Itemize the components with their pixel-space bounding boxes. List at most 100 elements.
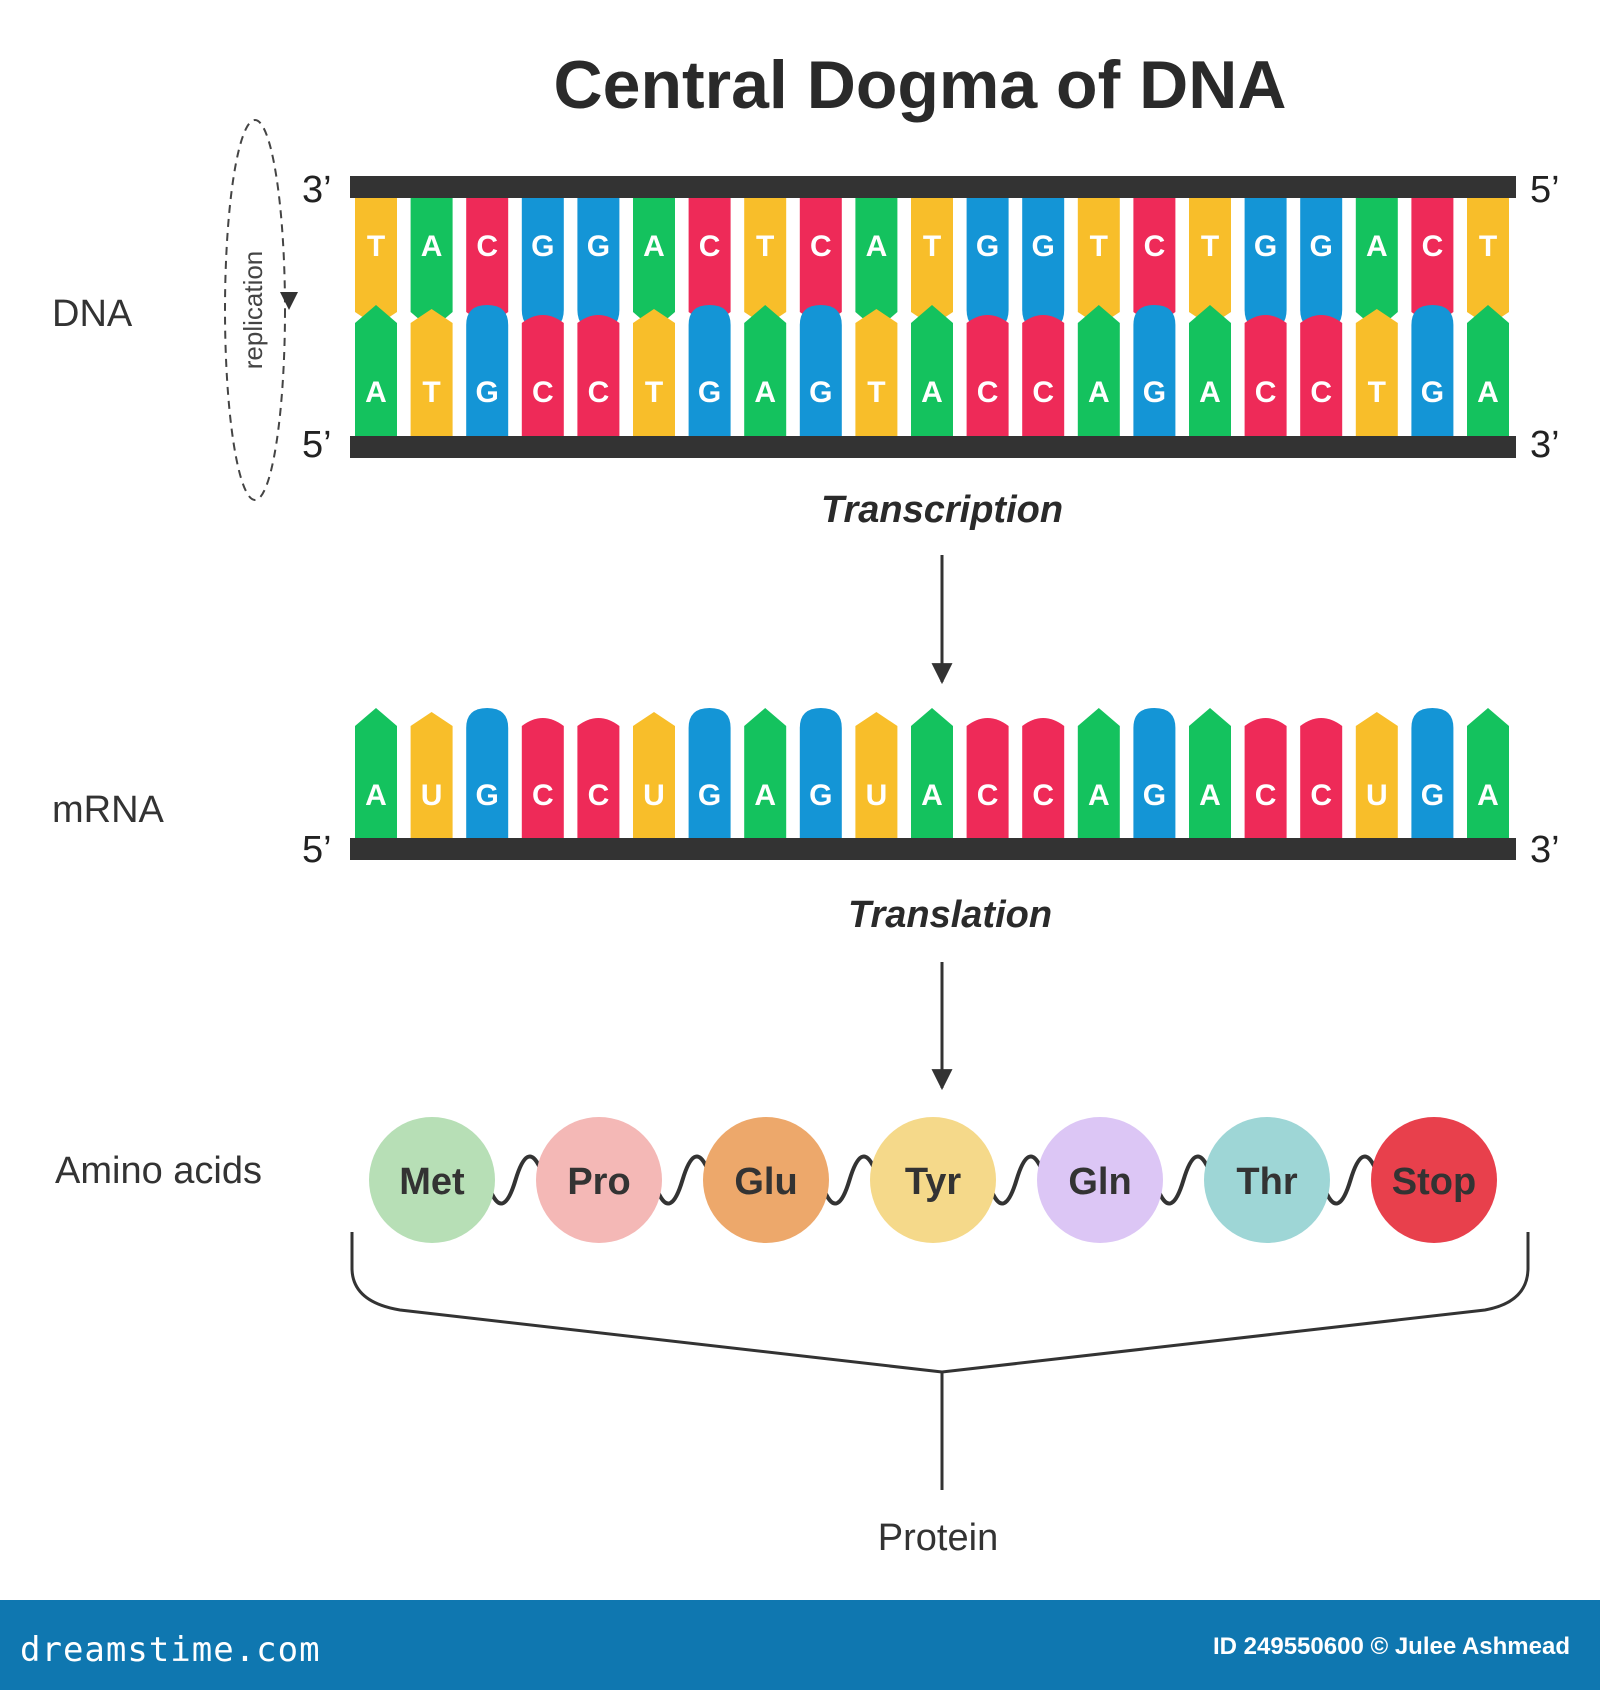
replication-label: replication bbox=[238, 251, 268, 370]
dna-bottom-base-13 bbox=[1022, 315, 1065, 436]
amino-acid-met-label: Met bbox=[399, 1161, 465, 1203]
mrna-base-9-letter: G bbox=[809, 779, 832, 812]
amino-acid-glu-label: Glu bbox=[734, 1161, 797, 1203]
dna-top-base-10-letter: A bbox=[866, 230, 888, 263]
dna-bottom-base-12 bbox=[966, 315, 1009, 436]
dna-top-base-8-letter: T bbox=[756, 230, 774, 263]
dna-bottom-base-1-letter: A bbox=[365, 376, 387, 409]
mrna-base-14 bbox=[1077, 708, 1120, 838]
dna-bottom-base-1 bbox=[355, 305, 397, 436]
dna-bottom-base-17-letter: C bbox=[1255, 376, 1277, 409]
amino-acid-gln bbox=[1037, 1117, 1163, 1243]
dna-top-base-2-letter: A bbox=[421, 230, 443, 263]
amino-acids-label: Amino acids bbox=[55, 1150, 262, 1192]
dna-top-base-13-letter: G bbox=[1032, 230, 1055, 263]
dna-bottom-base-4 bbox=[521, 315, 564, 436]
mrna-base-1-letter: A bbox=[365, 779, 387, 812]
dna-bottom-base-21-letter: A bbox=[1477, 376, 1499, 409]
dna-bottom-base-11 bbox=[911, 305, 953, 436]
mrna-base-16 bbox=[1189, 708, 1231, 838]
dna-bottom-base-12-letter: C bbox=[977, 376, 999, 409]
dna-top-base-21 bbox=[1467, 198, 1509, 326]
mrna-base-21 bbox=[1467, 708, 1509, 838]
dna-label: DNA bbox=[52, 293, 133, 335]
dna-top-base-16 bbox=[1189, 198, 1231, 326]
amino-acid-tyr bbox=[870, 1117, 996, 1243]
dna-top-base-10 bbox=[855, 198, 898, 330]
mrna-base-16-letter: A bbox=[1199, 779, 1221, 812]
dna-top-base-20 bbox=[1411, 198, 1454, 320]
dna-bottom-backbone bbox=[350, 436, 1516, 458]
dna-bottom-base-4-letter: C bbox=[532, 376, 554, 409]
mrna-base-3-letter: G bbox=[476, 779, 499, 812]
dna-top-base-4-letter: G bbox=[531, 230, 554, 263]
mrna-base-7 bbox=[688, 708, 731, 838]
mrna-base-3 bbox=[466, 708, 509, 838]
dna-bottom-base-18-letter: C bbox=[1310, 376, 1332, 409]
mrna-base-6-letter: U bbox=[643, 779, 665, 812]
dna-bottom-base-10-letter: T bbox=[867, 376, 885, 409]
mrna-base-21-letter: A bbox=[1477, 779, 1499, 812]
mrna-left-end: 5’ bbox=[302, 829, 332, 871]
top-strand-left-end: 3’ bbox=[302, 169, 332, 211]
dna-top-base-19-letter: A bbox=[1366, 230, 1388, 263]
dna-top-base-5 bbox=[577, 198, 620, 330]
dna-top-base-7-letter: C bbox=[699, 230, 721, 263]
dna-bottom-base-15 bbox=[1133, 305, 1176, 436]
dna-bottom-base-18 bbox=[1300, 315, 1343, 436]
dna-bottom-base-8-letter: A bbox=[754, 376, 776, 409]
replication-arrowhead bbox=[280, 292, 298, 310]
dna-top-base-17 bbox=[1244, 198, 1287, 330]
mrna-base-20-letter: G bbox=[1421, 779, 1444, 812]
mrna-base-8 bbox=[744, 708, 787, 838]
dna-top-base-20-letter: C bbox=[1422, 230, 1444, 263]
dna-top-base-3-letter: C bbox=[476, 230, 498, 263]
amino-acid-thr bbox=[1204, 1117, 1330, 1243]
footer-brand[interactable]: dreamstime.com bbox=[20, 1630, 321, 1670]
mrna-base-10-letter: U bbox=[866, 779, 888, 812]
mrna-base-9 bbox=[799, 708, 842, 838]
dna-top-base-1 bbox=[355, 198, 397, 326]
mrna-base-17 bbox=[1244, 718, 1287, 838]
mrna-base-1 bbox=[355, 708, 397, 838]
protein-brace bbox=[350, 1232, 1530, 1374]
amino-acid-stop bbox=[1371, 1117, 1497, 1243]
dna-bottom-base-15-letter: G bbox=[1143, 376, 1166, 409]
dna-top-base-11-letter: T bbox=[923, 230, 941, 263]
peptide-bond-6 bbox=[1324, 1154, 1377, 1206]
dna-top-base-19 bbox=[1355, 198, 1398, 330]
dna-bottom-base-9-letter: G bbox=[809, 376, 832, 409]
mrna-base-6 bbox=[633, 712, 675, 838]
dna-bottom-base-2 bbox=[410, 309, 453, 436]
peptide-bond-1 bbox=[489, 1154, 542, 1206]
mrna-base-20 bbox=[1411, 708, 1454, 838]
dna-bottom-base-16 bbox=[1189, 305, 1231, 436]
peptide-bond-5 bbox=[1157, 1154, 1210, 1206]
peptide-bond-3 bbox=[823, 1154, 876, 1206]
mrna-base-2-letter: U bbox=[421, 779, 443, 812]
dna-top-base-12-letter: G bbox=[976, 230, 999, 263]
dna-bottom-base-20 bbox=[1411, 305, 1454, 436]
dna-top-base-11 bbox=[911, 198, 953, 326]
dna-bottom-base-6-letter: T bbox=[645, 376, 663, 409]
mrna-base-11-letter: A bbox=[921, 779, 943, 812]
dna-bottom-base-19-letter: T bbox=[1368, 376, 1386, 409]
mrna-base-4 bbox=[521, 718, 564, 838]
footer-bar: dreamstime.com ID 249550600 © Julee Ashm… bbox=[0, 1600, 1600, 1690]
mrna-base-15-letter: G bbox=[1143, 779, 1166, 812]
mrna-label: mRNA bbox=[52, 789, 165, 831]
transcription-label: Transcription bbox=[821, 489, 1063, 531]
central-dogma-diagram: Central Dogma of DNA DNA mRNA Amino acid… bbox=[52, 47, 1560, 1559]
dna-bottom-base-7-letter: G bbox=[698, 376, 721, 409]
amino-acid-glu bbox=[703, 1117, 829, 1243]
protein-label: Protein bbox=[878, 1517, 998, 1559]
mrna-base-17-letter: C bbox=[1255, 779, 1277, 812]
dna-top-base-5-letter: G bbox=[587, 230, 610, 263]
dna-bottom-base-13-letter: C bbox=[1032, 376, 1054, 409]
dna-bottom-base-5-letter: C bbox=[588, 376, 610, 409]
dna-top-base-17-letter: G bbox=[1254, 230, 1277, 263]
amino-acid-pro bbox=[536, 1117, 662, 1243]
replication-loop bbox=[224, 119, 286, 501]
